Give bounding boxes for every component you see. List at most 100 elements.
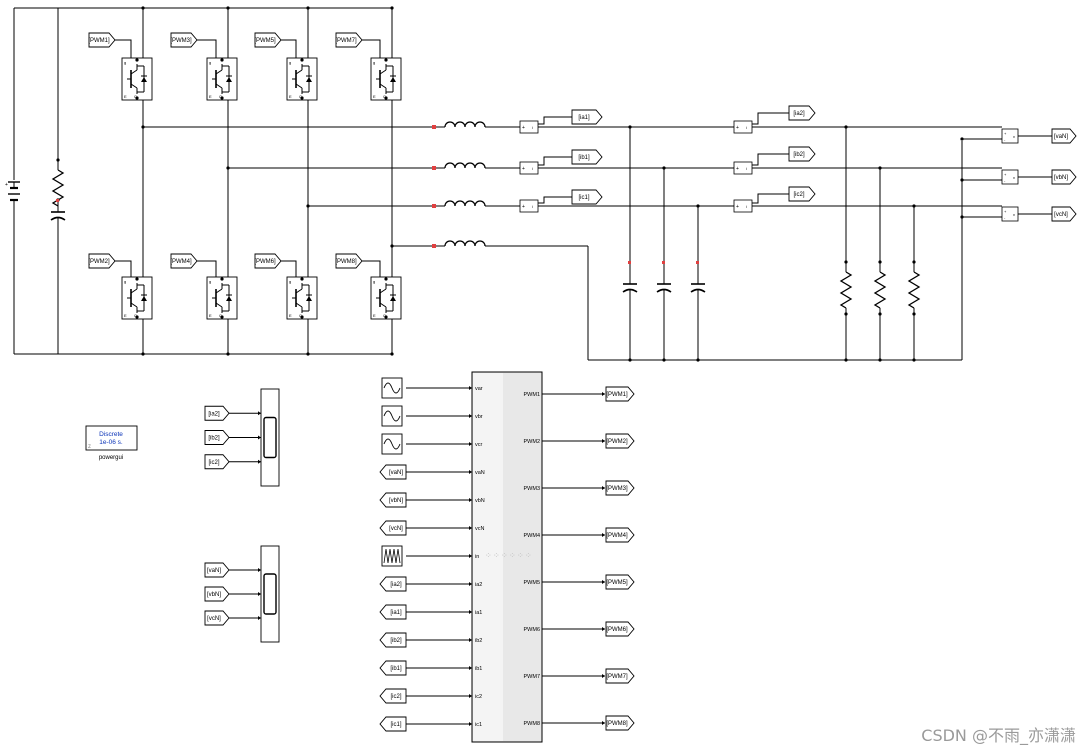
voltage-meas-1[interactable]: +-v [1001,128,1019,144]
svg-text:g: g [124,60,126,65]
svg-text:v: v [1013,175,1015,180]
goto-PWM6[interactable]: [PWM6] [605,621,635,637]
goto-vcN[interactable]: [vcN] [1051,206,1077,222]
scope-from-vcN[interactable]: [vcN] [204,610,230,626]
tag-label: [vaN] [207,568,221,574]
current-meas-2-1[interactable]: +i [733,120,753,134]
tag-label: [PWM1] [88,38,110,44]
goto-PWM3[interactable]: [PWM3] [605,480,635,496]
goto-vaN[interactable]: [vaN] [1051,128,1077,144]
ctrl-from-vcN[interactable]: [vcN] [379,520,407,536]
goto-ib2[interactable]: [ib2] [788,146,816,162]
filter-capacitor-2 [656,261,672,312]
current-meas-2-2[interactable]: +i [733,161,753,175]
ctrl-from-ib2[interactable]: [ib2] [379,632,407,648]
tag-label: [ic1] [578,195,589,201]
goto-ic1[interactable]: [ic1] [571,189,603,205]
goto-vbN[interactable]: [vbN] [1051,169,1077,185]
current-meas-1-2[interactable]: +i [519,161,539,175]
goto-PWM7[interactable]: [PWM7] [605,668,635,684]
ctrl-port-label: ic2 [475,694,482,700]
ctrl-out-label: PWM7 [524,674,541,680]
goto-ic2[interactable]: [ic2] [788,186,816,202]
load-resistor-3 [907,260,921,316]
gate-tag-PWM7[interactable]: [PWM7] [335,32,363,48]
ctrl-from-ia1[interactable]: [ia1] [379,604,407,620]
tag-label: [PWM4] [606,533,628,539]
svg-text:g: g [289,279,291,284]
scope-voltages[interactable] [229,545,280,643]
goto-ia2[interactable]: [ia2] [788,105,816,121]
tag-label: [ic1] [390,722,401,728]
tag-label: [PWM5] [606,580,628,586]
ctrl-from-ib1[interactable]: [ib1] [379,660,407,676]
scope-from-ia2[interactable]: [ia2] [204,405,230,421]
gate-tag-PWM3[interactable]: [PWM3] [170,32,198,48]
current-meas-1-1[interactable]: +i [519,120,539,134]
load-resistor-2 [873,260,887,316]
goto-PWM8[interactable]: [PWM8] [605,715,635,731]
voltage-meas-3[interactable]: +-v [1001,206,1019,222]
scope-from-vaN[interactable]: [vaN] [204,562,230,578]
ctrl-from-ic1[interactable]: [ic1] [379,716,407,732]
tag-label: [vaN] [1054,134,1068,140]
gate-tag-PWM8[interactable]: [PWM8] [335,253,363,269]
goto-PWM2[interactable]: [PWM2] [605,433,635,449]
gate-tag-PWM6[interactable]: [PWM6] [254,253,282,269]
scope-from-ib2[interactable]: [ib2] [204,430,230,445]
gate-tag-PWM4[interactable]: [PWM4] [170,253,198,269]
goto-PWM4[interactable]: [PWM4] [605,527,635,543]
inductor-1 [432,121,497,129]
scope-from-ic2[interactable]: [ic2] [204,454,230,470]
sine-source-vbr[interactable] [381,405,403,427]
goto-PWM5[interactable]: [PWM5] [605,574,635,590]
gate-tag-PWM2[interactable]: [PWM2] [88,253,116,269]
igbt-bottom-3[interactable]: gE C [286,276,318,320]
svg-text:i: i [532,166,533,171]
svg-text:i: i [746,166,747,171]
goto-ia1[interactable]: [ia1] [571,109,603,125]
svg-text:E: E [373,313,376,318]
svg-text:E: E [124,313,127,318]
goto-ib1[interactable]: [ib1] [571,149,603,165]
tag-label: [ic2] [208,460,219,466]
ctrl-out-label: PWM4 [524,533,541,539]
pwm-controller[interactable]: ⁘⁘⁘⁘⁘⁘varvbrvcrvaNvbNvcNinia2ia1ib2ib1ic… [406,371,605,743]
voltage-meas-2[interactable]: +-v [1001,169,1019,185]
gate-tag-PWM1[interactable]: [PWM1] [88,32,116,48]
sine-source-var[interactable] [381,377,403,399]
svg-text:+: + [522,125,525,131]
current-meas-1-3[interactable]: +i [519,199,539,213]
svg-text:-: - [1004,137,1006,142]
tag-label: [ia2] [390,582,402,588]
svg-text:E: E [209,94,212,99]
svg-text:C: C [299,313,302,318]
scope-currents[interactable] [229,388,280,487]
ctrl-from-vaN[interactable]: [vaN] [379,464,407,480]
tag-label: [PWM8] [606,721,628,727]
current-meas-2-3[interactable]: +i [733,199,753,213]
svg-text:g: g [289,60,291,65]
goto-PWM1[interactable]: [PWM1] [605,386,635,402]
ctrl-port-label: vbr [475,414,483,420]
tag-label: [PWM1] [606,392,628,398]
carrier-triangle-source[interactable] [381,545,403,567]
svg-text:+: + [522,166,525,172]
sine-source-vcr[interactable] [381,433,403,455]
scope-from-vbN[interactable]: [vbN] [204,586,230,602]
ctrl-from-ia2[interactable]: [ia2] [379,576,407,592]
gate-tag-PWM5[interactable]: [PWM5] [254,32,282,48]
ctrl-from-ic2[interactable]: [ic2] [379,688,407,704]
tag-label: [vbN] [1054,175,1068,181]
svg-text:E: E [289,313,292,318]
svg-text:i: i [532,204,533,209]
ctrl-from-vbN[interactable]: [vbN] [379,492,407,508]
